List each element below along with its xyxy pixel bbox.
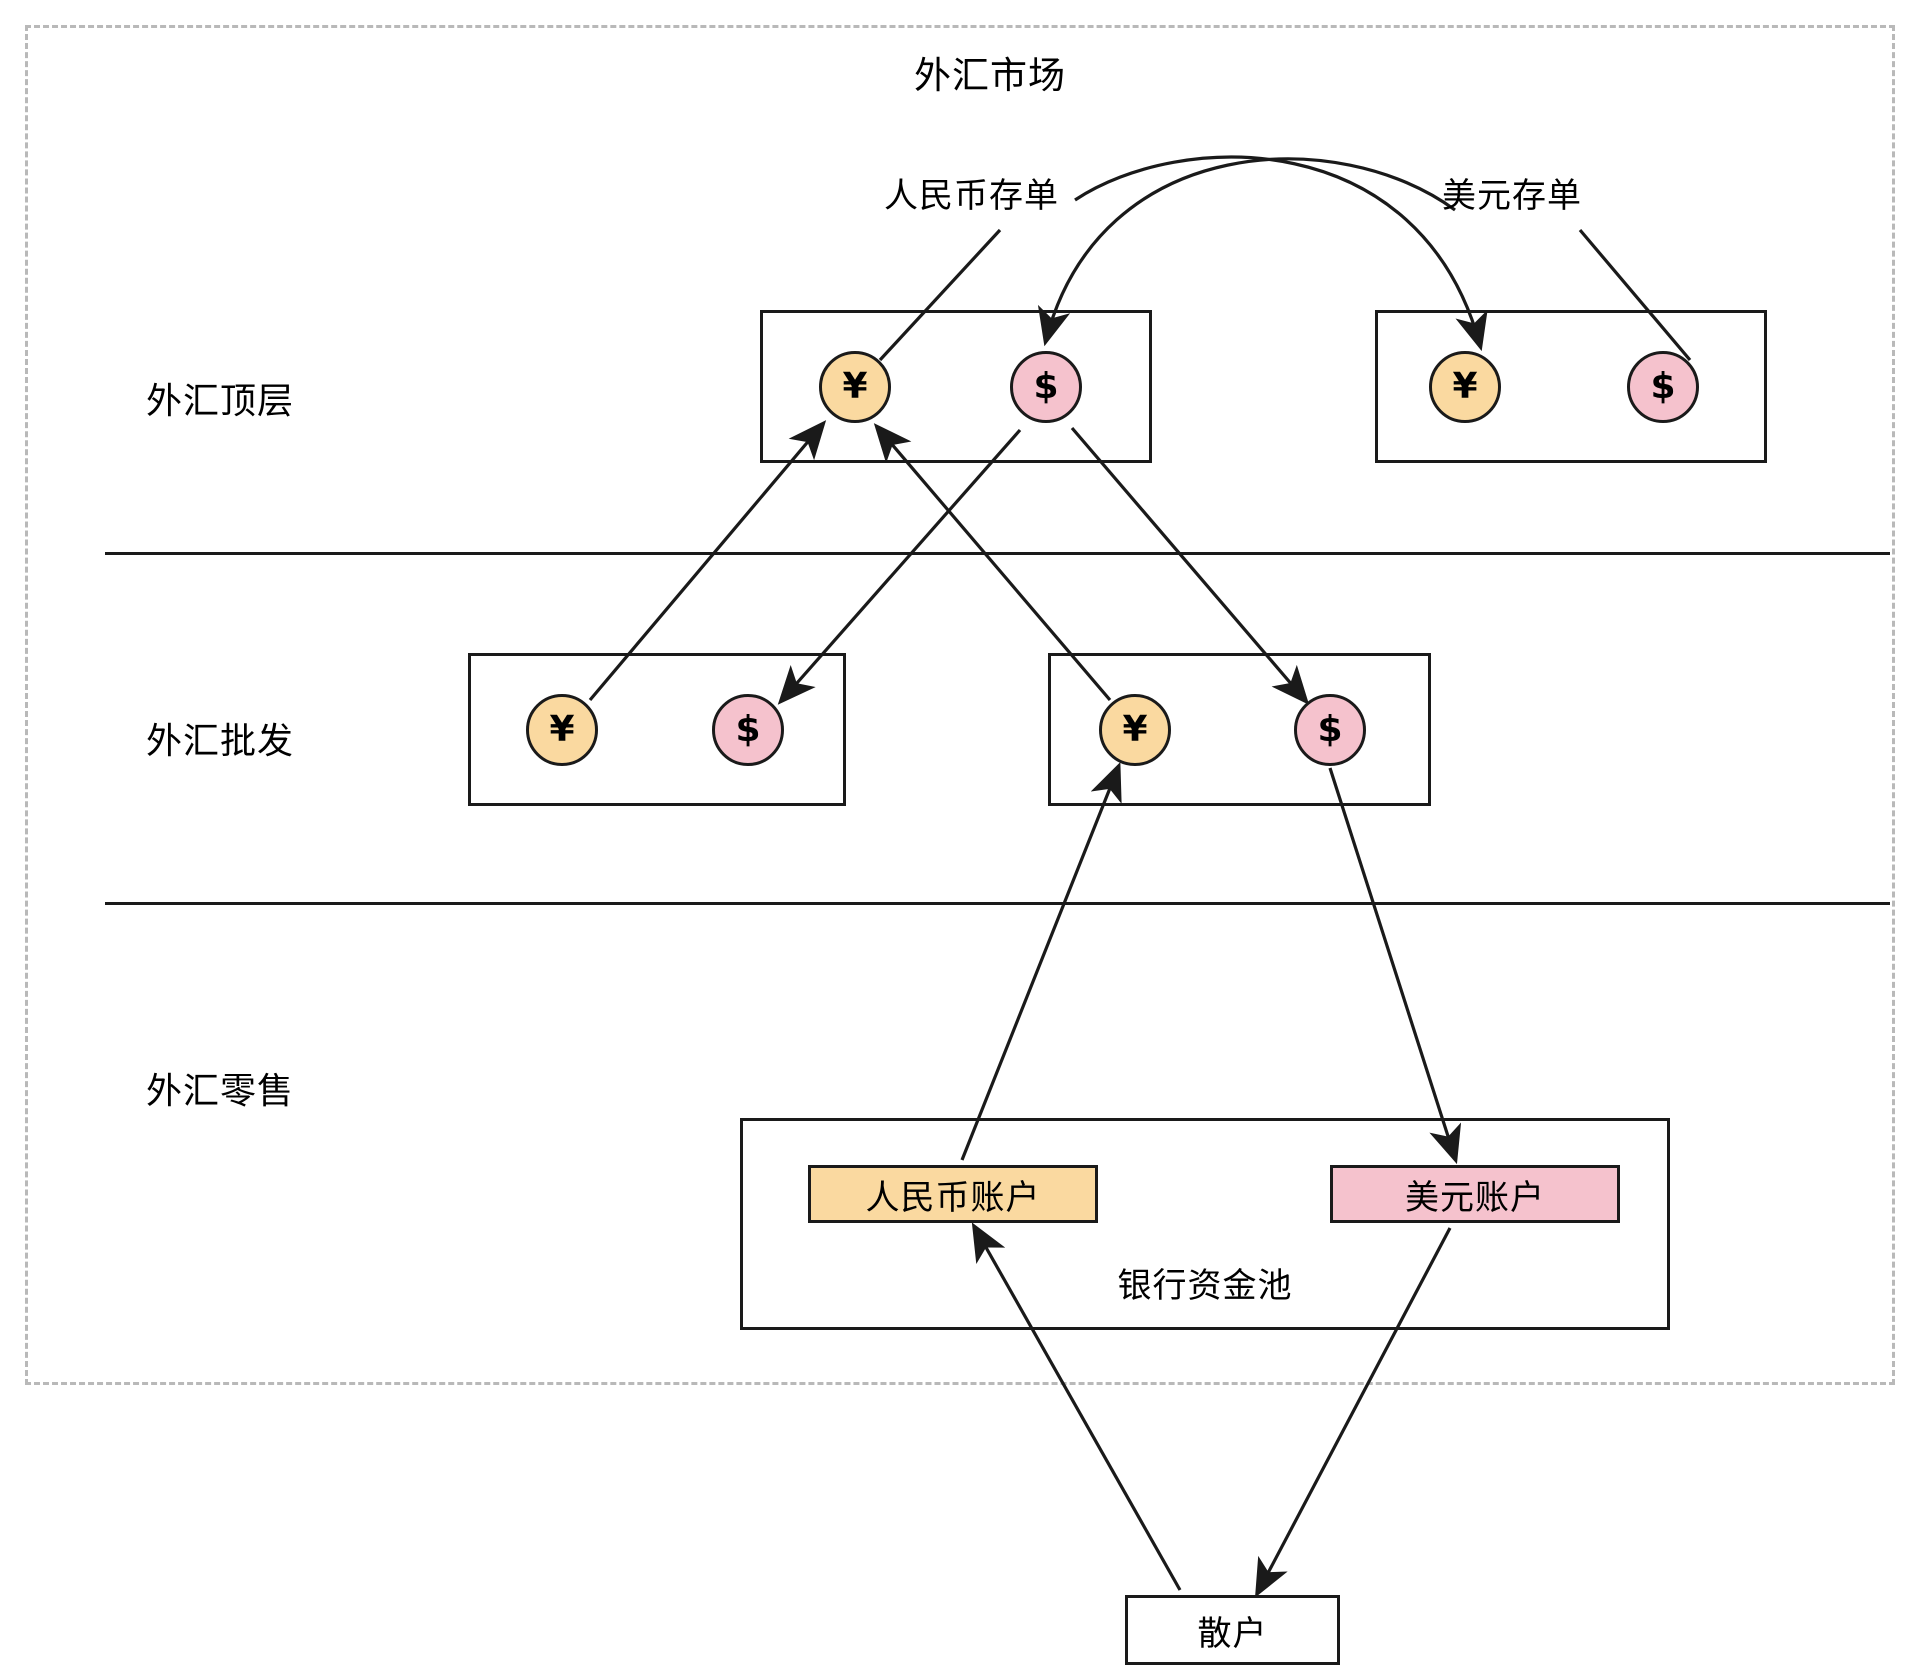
annotation-rmb-certificate: 人民币存单 [884,176,1059,216]
coin-wholesale-left-usd[interactable]: $ [712,694,784,766]
bank-fund-pool-box [740,1118,1670,1330]
top-layer-bank-b-box [1375,310,1767,463]
layer-label-top: 外汇顶层 [146,381,295,422]
coin-symbol: $ [735,709,761,750]
usd-account-box[interactable]: 美元账户 [1330,1165,1620,1223]
coin-top-left-usd[interactable]: $ [1010,351,1082,423]
wholesale-bank-a-box [468,653,846,806]
layer-divider-wholesale-retail [105,902,1890,905]
annotation-usd-certificate: 美元存单 [1442,176,1582,216]
coin-wholesale-left-yen[interactable]: ¥ [526,694,598,766]
coin-top-right-yen[interactable]: ¥ [1429,351,1501,423]
bank-fund-pool-label: 银行资金池 [1117,1266,1293,1306]
layer-label-retail: 外汇零售 [146,1071,295,1112]
coin-symbol: ¥ [1452,366,1478,407]
coin-symbol: $ [1033,366,1059,407]
fx-market-frame [25,25,1895,1385]
layer-label-wholesale: 外汇批发 [146,721,295,762]
coin-symbol: $ [1317,709,1343,750]
coin-symbol: ¥ [1122,709,1148,750]
layer-divider-top-wholesale [105,552,1890,555]
retail-investor-box[interactable]: 散户 [1125,1595,1340,1665]
coin-symbol: ¥ [842,366,868,407]
coin-symbol: ¥ [549,709,575,750]
coin-top-right-usd[interactable]: $ [1627,351,1699,423]
coin-wholesale-right-yen[interactable]: ¥ [1099,694,1171,766]
coin-symbol: $ [1650,366,1676,407]
coin-wholesale-right-usd[interactable]: $ [1294,694,1366,766]
rmb-account-box[interactable]: 人民币账户 [808,1165,1098,1223]
diagram-title: 外汇市场 [914,54,1066,97]
coin-top-left-yen[interactable]: ¥ [819,351,891,423]
